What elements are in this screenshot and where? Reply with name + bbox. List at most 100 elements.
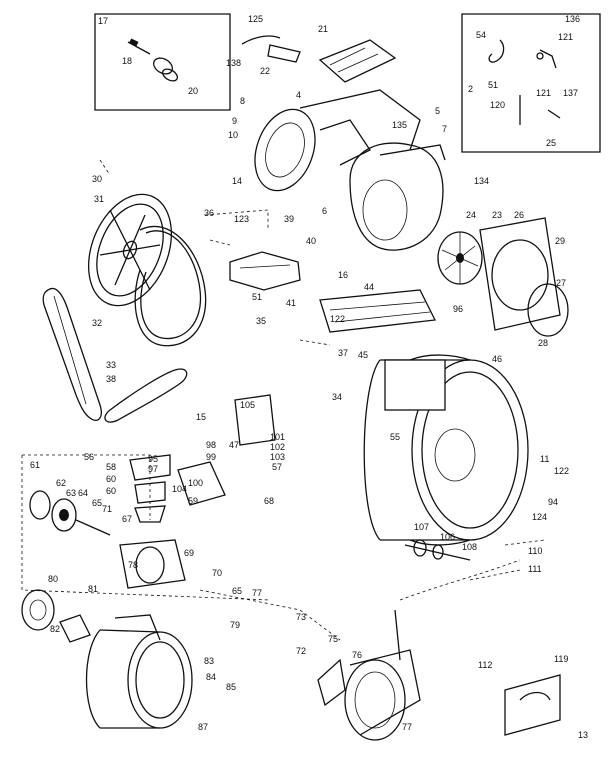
label-82: 82 (50, 624, 60, 634)
label-51b: 51 (252, 292, 262, 302)
housing-26 (479, 217, 569, 337)
label-41: 41 (286, 298, 296, 308)
label-55: 55 (390, 432, 400, 442)
label-60b: 60 (106, 486, 116, 496)
label-69: 69 (184, 548, 194, 558)
label-80: 80 (48, 574, 58, 584)
label-134: 134 (474, 176, 489, 186)
label-67: 67 (122, 514, 132, 524)
label-60a: 60 (106, 474, 116, 484)
label-7: 7 (442, 124, 447, 134)
label-119: 119 (554, 654, 568, 664)
label-46: 46 (492, 354, 502, 364)
label-27: 27 (556, 278, 566, 288)
motor-83 (85, 614, 193, 729)
top-bracket-assembly (241, 35, 397, 83)
label-39: 39 (284, 214, 294, 224)
label-62: 62 (56, 478, 66, 488)
label-17: 17 (98, 16, 108, 26)
label-26: 26 (514, 210, 524, 220)
label-112: 112 (478, 660, 492, 670)
label-73: 73 (296, 612, 306, 622)
large-pulley (87, 193, 173, 307)
label-98: 98 (206, 440, 216, 450)
label-37: 37 (338, 348, 348, 358)
label-138: 138 (226, 58, 241, 68)
label-104: 104 (172, 484, 187, 494)
label-110: 110 (528, 546, 542, 556)
label-22: 22 (260, 66, 270, 76)
label-51a: 51 (488, 80, 498, 90)
label-61: 61 (30, 460, 40, 470)
label-79: 79 (230, 620, 240, 630)
label-21: 21 (318, 24, 328, 34)
label-11: 11 (540, 454, 549, 464)
belt-38 (104, 368, 188, 423)
fan-wheel-24 (437, 231, 483, 285)
label-13: 13 (578, 730, 588, 740)
label-14: 14 (232, 176, 242, 186)
label-56: 56 (84, 452, 94, 462)
gear-assembly-69 (119, 461, 226, 589)
label-101: 101 (270, 432, 285, 442)
fan-blade-72 (317, 658, 346, 707)
label-81: 81 (88, 584, 98, 594)
inset-top-left (94, 13, 231, 111)
label-20: 20 (188, 86, 198, 96)
label-70: 70 (212, 568, 222, 578)
label-121b: 121 (536, 88, 551, 98)
label-96: 96 (453, 304, 463, 314)
label-29: 29 (555, 236, 565, 246)
label-16: 16 (338, 270, 348, 280)
inset-top-right (461, 13, 601, 153)
label-47: 47 (229, 440, 239, 450)
label-123: 123 (234, 214, 249, 224)
label-63: 63 (66, 488, 76, 498)
label-10: 10 (228, 130, 238, 140)
label-9: 9 (232, 116, 237, 126)
label-78: 78 (128, 560, 138, 570)
label-30: 30 (92, 174, 102, 184)
label-120: 120 (490, 100, 505, 110)
label-75: 75 (328, 634, 338, 644)
label-76: 76 (352, 650, 362, 660)
label-97: 97 (148, 464, 158, 474)
label-28: 28 (538, 338, 548, 348)
label-94: 94 (548, 497, 558, 507)
label-106: 106 (440, 532, 455, 542)
label-54: 54 (476, 30, 486, 40)
label-107: 107 (414, 522, 429, 532)
label-83: 83 (204, 656, 214, 666)
drum-46 (363, 354, 529, 546)
label-84: 84 (206, 672, 216, 682)
label-6: 6 (322, 206, 327, 216)
label-102: 102 (270, 442, 285, 452)
label-105: 105 (240, 400, 255, 410)
shaft-107 (404, 539, 471, 561)
label-64: 64 (78, 488, 88, 498)
leader-lines (99, 159, 546, 641)
label-2: 2 (468, 84, 473, 94)
rail-44-assembly (319, 289, 436, 333)
label-135: 135 (392, 120, 407, 130)
blower-housing-top (349, 142, 446, 251)
label-136: 136 (565, 14, 580, 24)
label-36: 36 (204, 208, 214, 218)
label-77a: 77 (252, 588, 262, 598)
label-77b: 77 (402, 722, 412, 732)
blower-wheel-top (254, 89, 421, 192)
label-44: 44 (364, 282, 374, 292)
label-15: 15 (196, 412, 206, 422)
label-124: 124 (532, 512, 547, 522)
drive-belt-32 (134, 225, 207, 347)
label-122a: 122 (330, 314, 345, 324)
label-87: 87 (198, 722, 208, 732)
label-125: 125 (248, 14, 263, 24)
label-31: 31 (94, 194, 104, 204)
part-labels: 17 18 20 125 21 22 138 136 54 121 2 51 1… (30, 14, 588, 740)
label-32: 32 (92, 318, 102, 328)
label-38: 38 (106, 374, 116, 384)
label-100: 100 (188, 478, 203, 488)
label-108: 108 (462, 542, 477, 552)
